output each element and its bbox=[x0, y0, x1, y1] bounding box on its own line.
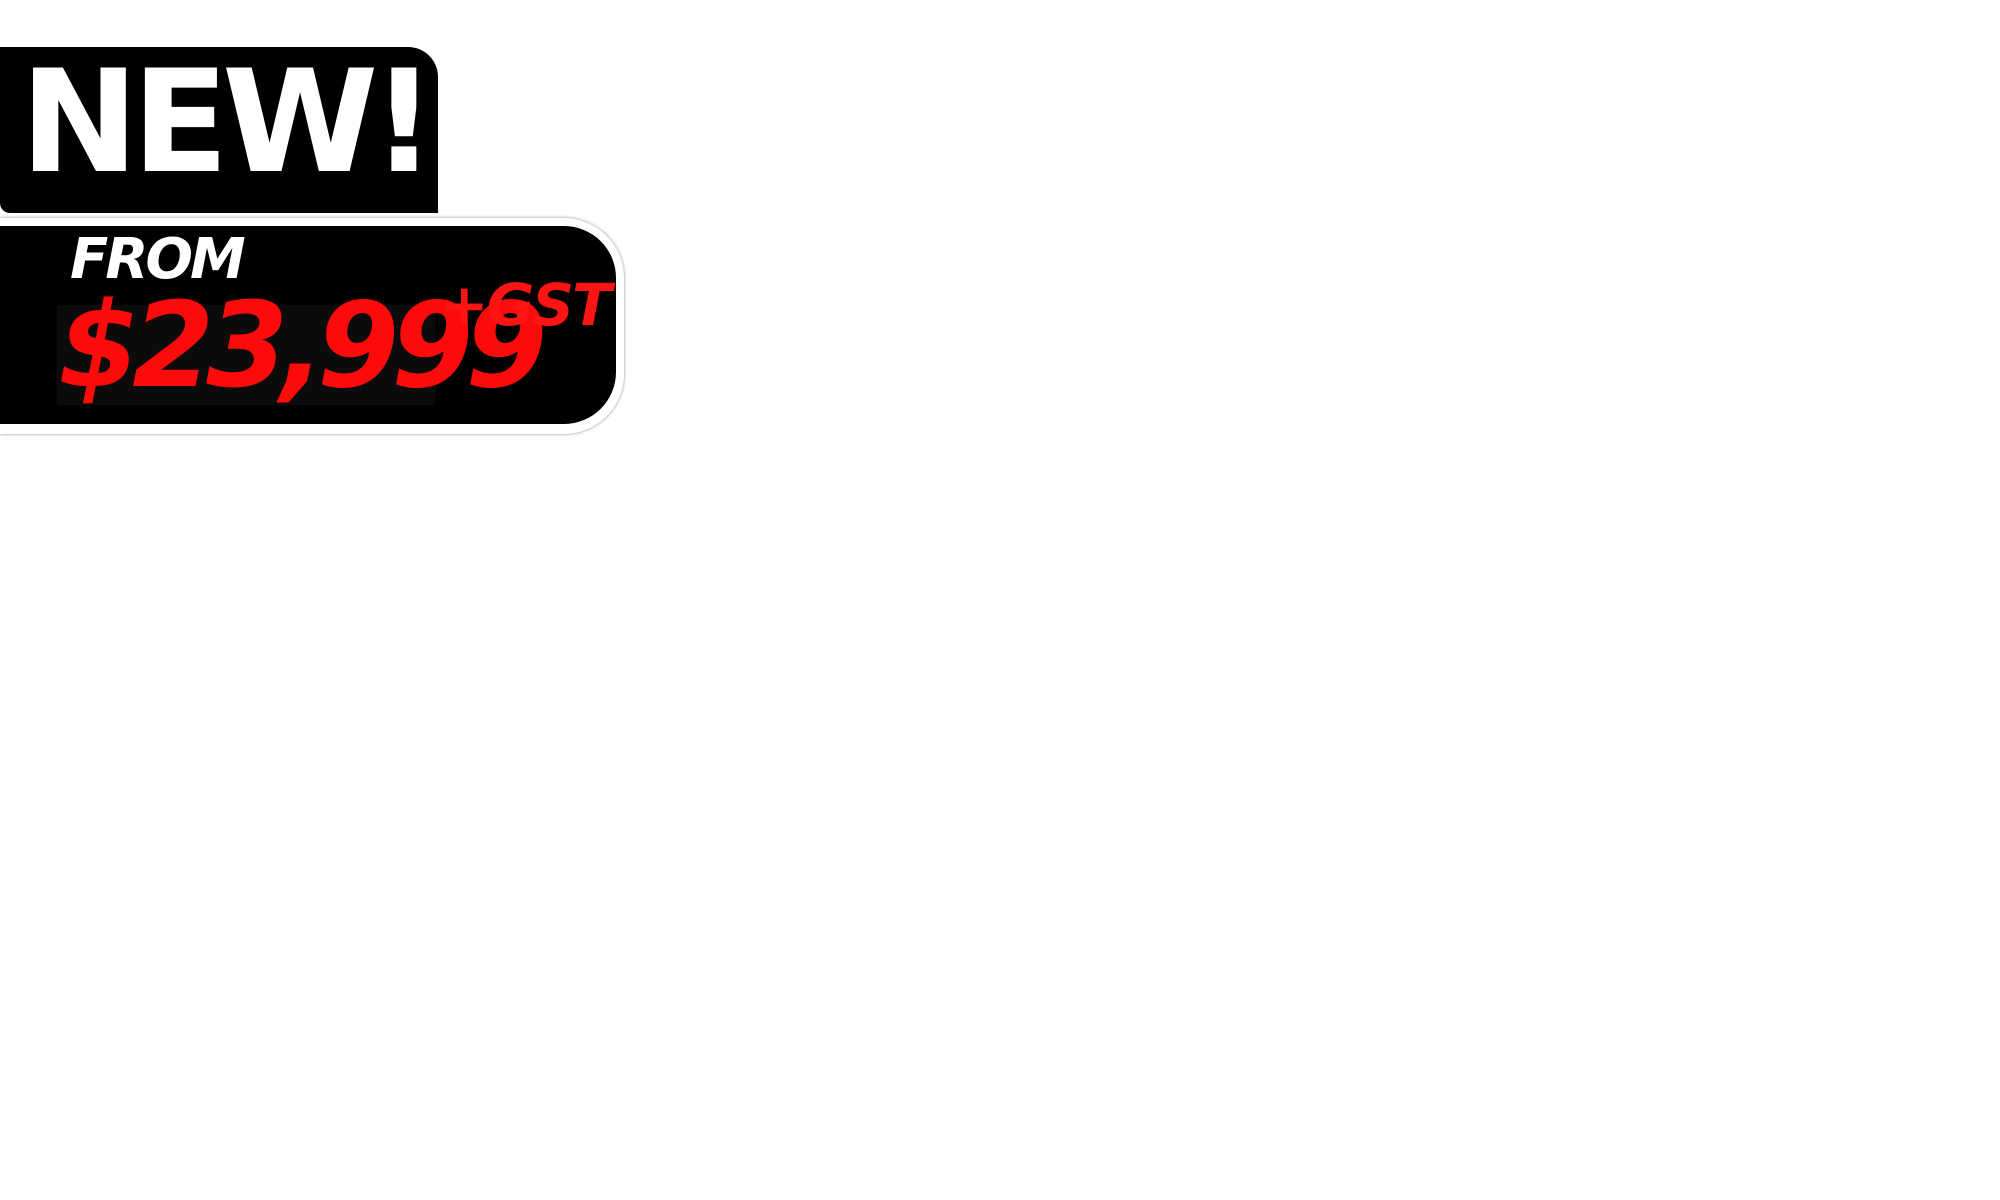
new-badge-panel bbox=[0, 47, 438, 213]
tax-note: +GST bbox=[440, 271, 612, 339]
from-label: FROM bbox=[70, 227, 246, 292]
new-headline: NEW! bbox=[20, 40, 436, 205]
price-amount: $23,999 bbox=[58, 276, 547, 414]
price-backdrop-strip bbox=[58, 306, 434, 404]
